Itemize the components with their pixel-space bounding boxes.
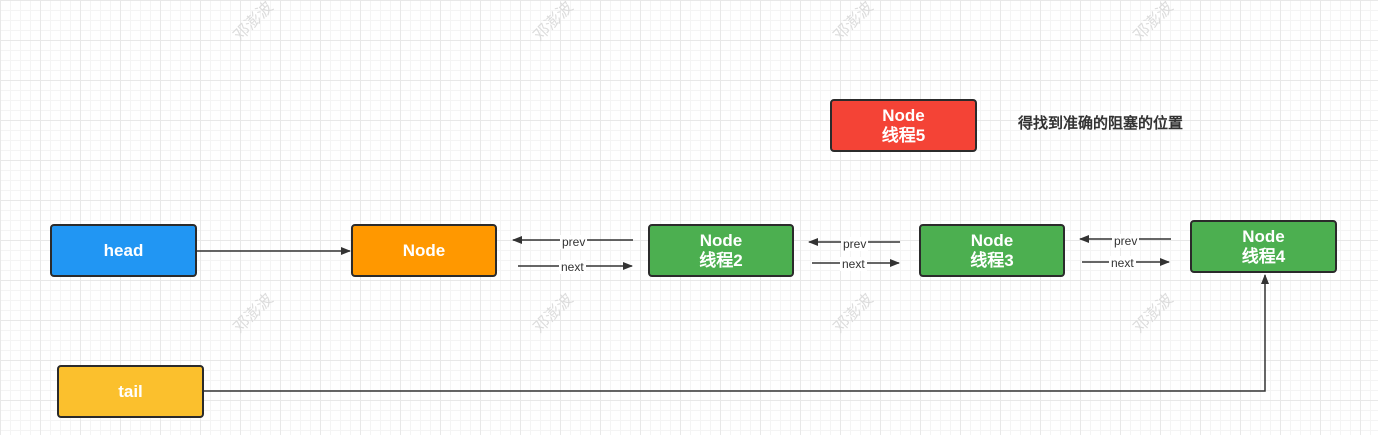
prev-label: prev bbox=[560, 235, 588, 249]
node-thread-2[interactable]: Node 线程2 bbox=[648, 224, 794, 277]
next-label: next bbox=[559, 260, 586, 274]
tail-label: tail bbox=[118, 381, 143, 401]
head-node[interactable]: head bbox=[50, 224, 197, 277]
thread-label: 线程2 bbox=[699, 250, 743, 270]
node-thread-5[interactable]: Node 线程5 bbox=[830, 99, 977, 152]
node-1[interactable]: Node bbox=[351, 224, 497, 277]
head-label: head bbox=[103, 240, 144, 260]
node-label: Node bbox=[882, 105, 925, 125]
tail-node[interactable]: tail bbox=[57, 365, 204, 418]
node-label: Node bbox=[970, 230, 1014, 250]
next-label: next bbox=[840, 257, 867, 271]
node-1-label: Node bbox=[402, 240, 446, 260]
thread-label: 线程3 bbox=[970, 250, 1014, 270]
node-thread-4[interactable]: Node 线程4 bbox=[1190, 220, 1337, 273]
node-label: Node bbox=[1242, 226, 1285, 246]
node-thread-3[interactable]: Node 线程3 bbox=[919, 224, 1065, 277]
tail-to-node4-arrow bbox=[203, 274, 1269, 392]
blocking-position-note: 得找到准确的阻塞的位置 bbox=[1018, 115, 1184, 132]
next-label: next bbox=[1109, 256, 1136, 270]
prev-label: prev bbox=[841, 237, 869, 251]
thread-label: 线程5 bbox=[881, 125, 926, 145]
thread-label: 线程4 bbox=[1241, 246, 1286, 266]
prev-label: prev bbox=[1112, 234, 1140, 248]
node-label: Node bbox=[699, 230, 743, 250]
